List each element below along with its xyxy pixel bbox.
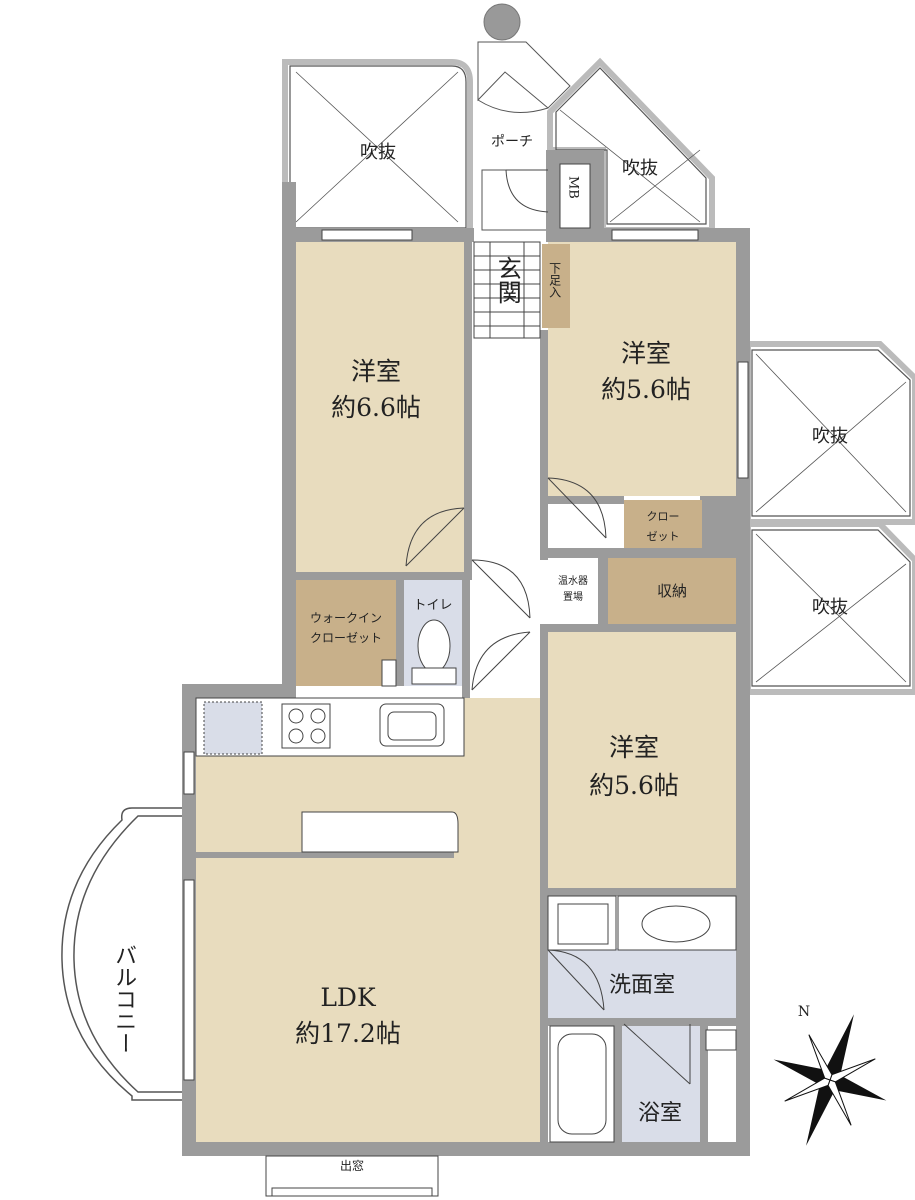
closet-label-1: クロー	[647, 510, 680, 523]
water-heater-label-1: 温水器	[558, 575, 588, 587]
ldk-size: 約17.2帖	[295, 1019, 401, 1048]
void-label-1: 吹抜	[360, 142, 396, 163]
compass-north-label: N	[798, 1004, 810, 1020]
western-room-1-size: 約6.6帖	[331, 393, 421, 422]
bathtub	[549, 1025, 615, 1143]
western-room-1-name: 洋室	[351, 357, 401, 386]
storage-label: 収納	[657, 582, 687, 600]
walk-in-closet-label-2: クローゼット	[310, 631, 382, 645]
compass-rose	[773, 1014, 887, 1146]
porch-label: ポーチ	[491, 134, 533, 150]
western-room-2-name: 洋室	[621, 339, 671, 368]
ldk-name: LDK	[320, 983, 377, 1012]
porch-area	[477, 3, 571, 231]
western-room-3-size: 約5.6帖	[589, 771, 679, 800]
storage-floor	[608, 558, 736, 624]
entrance-stairs	[473, 241, 541, 339]
western-room-1-floor	[296, 242, 464, 572]
door-swings	[405, 169, 691, 1085]
walk-in-closet-label-1: ウォークイン	[310, 611, 382, 625]
void-label-2: 吹抜	[622, 158, 658, 179]
balcony	[61, 807, 182, 1101]
closet-floor	[624, 500, 702, 548]
windows	[183, 229, 749, 1197]
ldk-floor	[196, 698, 540, 1142]
washroom-label: 洗面室	[609, 973, 675, 998]
western-room-2-floor	[548, 242, 736, 496]
western-room-3-floor	[548, 630, 736, 890]
void-label-3: 吹抜	[812, 426, 848, 447]
void-top-left	[282, 59, 473, 235]
western-room-2-size: 約5.6帖	[601, 375, 691, 404]
void-label-4: 吹抜	[812, 597, 848, 618]
shoe-box-floor	[542, 244, 570, 328]
bathroom-label: 浴室	[638, 1101, 682, 1126]
entrance-label: 玄関	[493, 256, 522, 304]
toilet-label: トイレ	[413, 598, 452, 613]
balcony-label: バルコニー	[111, 944, 137, 1054]
western-room-3-name: 洋室	[609, 733, 659, 762]
shoe-box-label: 下足入	[547, 262, 562, 298]
water-heater-label-2: 置場	[563, 590, 583, 603]
closet-label-2: ゼット	[647, 530, 680, 543]
mb-box	[559, 163, 591, 229]
interior-walls	[196, 242, 736, 1144]
toilet-fixture	[381, 619, 457, 687]
kitchen-counter	[195, 697, 465, 853]
bay-window-label: 出窓	[340, 1158, 364, 1173]
washroom-fixtures	[547, 895, 737, 1051]
mb-label: MB	[565, 176, 581, 199]
walk-in-closet-floor	[296, 580, 396, 686]
